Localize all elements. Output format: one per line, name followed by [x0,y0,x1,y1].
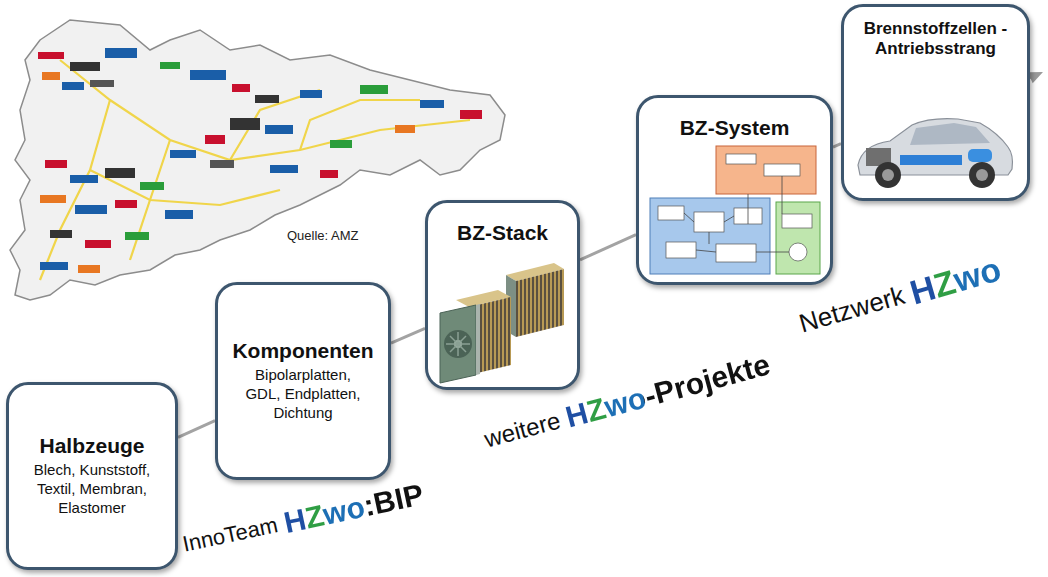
car-illustration [850,103,1018,195]
project-label: InnoTeamHZwo:BIP [178,471,434,566]
box-text: Bipolarplatten, GDL, Endplatten, Dichtun… [237,366,369,422]
system-schematic [646,142,824,280]
connector-line [391,328,425,343]
process-box: HalbzeugeBlech, Kunststoff, Textil, Memb… [6,382,178,570]
box-title: BZ-Stack [457,221,548,245]
map-roads [40,60,470,280]
project-logo-text: HZwo-Projekte [562,346,774,435]
project-word: InnoTeam [180,512,280,558]
box-title: Komponenten [232,339,373,363]
connector-line [833,144,841,148]
box-text: Blech, Kunststoff, Textil, Membran, Elas… [25,461,160,517]
connector-line [580,235,636,260]
box-title: Brennstoffzellen -Antriebsstrang [856,19,1015,58]
box-title: BZ-System [680,116,790,140]
process-box: BZ-Stack [425,200,580,390]
process-box: KomponentenBipolarplatten, GDL, Endplatt… [215,282,391,480]
project-word: weitere [481,406,563,454]
source-note: Quelle: AMZ [287,228,359,243]
process-box: BZ-System [636,95,833,285]
project-logo-text: HZwo [905,248,1005,313]
box-title: Halbzeuge [39,434,144,458]
company-logos [38,48,482,273]
process-box: Brennstoffzellen -Antriebsstrang [841,4,1030,201]
project-logo-text: HZwo:BIP [281,476,427,541]
project-word: Netzwerk [796,280,909,340]
stack-illustration [436,255,571,385]
connector-line [178,421,215,438]
